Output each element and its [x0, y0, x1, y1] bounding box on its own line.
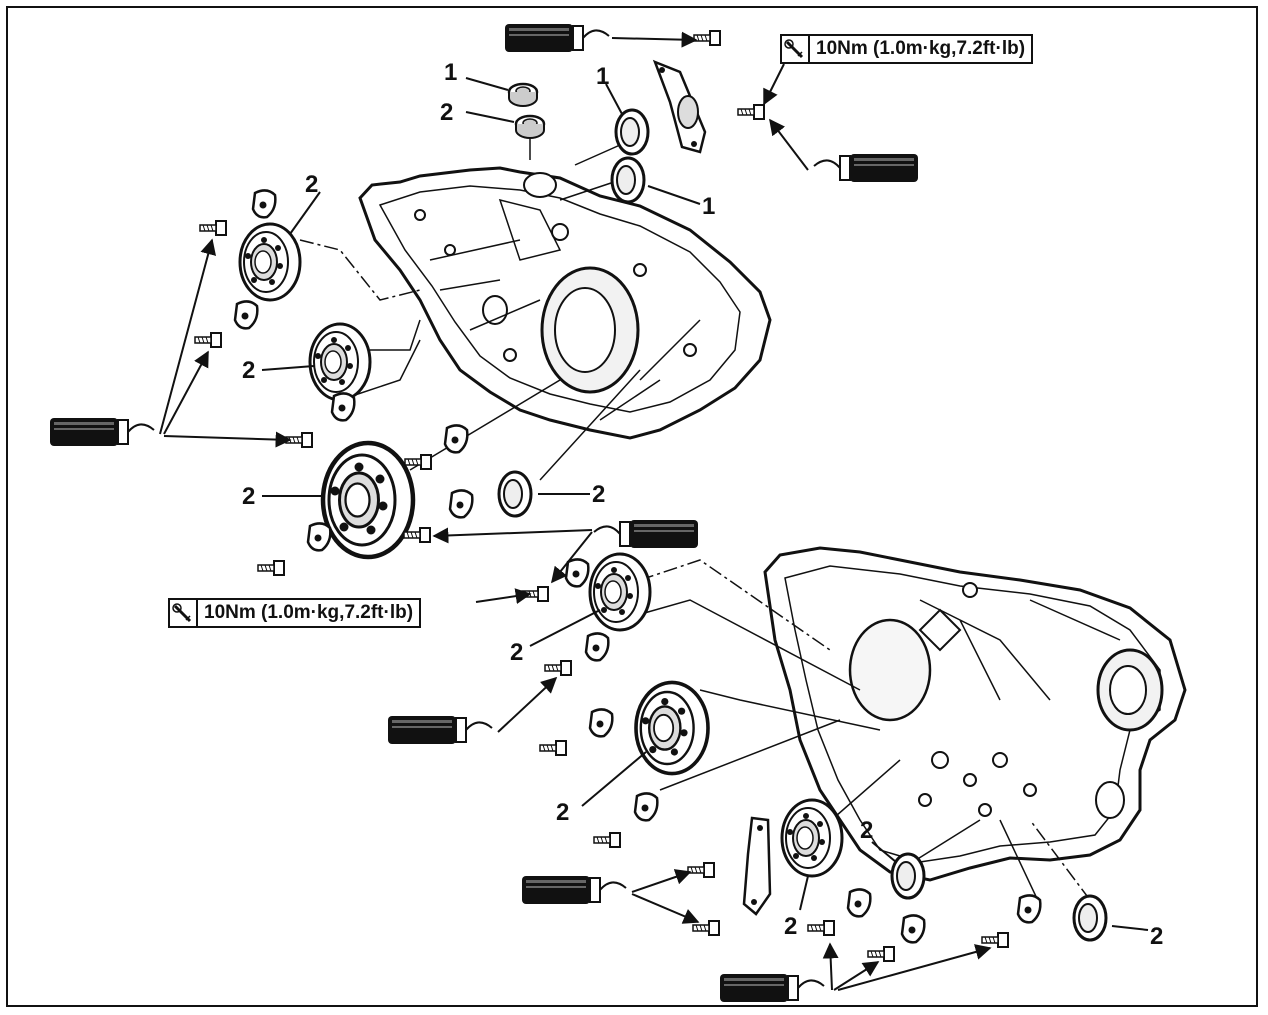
retainer-plate-icon: [588, 708, 614, 738]
retainer-plate-icon: [633, 792, 659, 822]
retainer-plate-icon: [443, 424, 469, 454]
retainer-plate-icon: [251, 189, 277, 219]
callout-1: 1: [596, 63, 609, 90]
callout-1: 1: [444, 59, 457, 86]
callout-2: 2: [860, 817, 873, 844]
bearing-icon: [780, 798, 844, 878]
torque-spec-left: 10Nm (1.0m·kg,7.2ft·lb): [168, 598, 422, 628]
assembly-lines: [299, 130, 1091, 906]
retainer-plate-icon: [448, 489, 474, 519]
retainer-plate-icon: [900, 914, 926, 944]
torque-leaders: [475, 63, 785, 605]
oil-seal-icon: [497, 470, 533, 518]
oil-seal-icon: [614, 108, 650, 156]
oil-seal-icon: [890, 852, 926, 900]
retainer-plate-icon: [846, 888, 872, 918]
callout-2: 2: [556, 799, 569, 826]
bolt-icon: [544, 660, 572, 676]
thread-locker-icon: [387, 715, 493, 745]
thread-locker-icon: [521, 875, 627, 905]
bolt-icon: [981, 932, 1009, 948]
bolt-icon: [807, 920, 835, 936]
upper-parts: [194, 30, 765, 576]
callout-2: 2: [510, 639, 523, 666]
torque-spec-top: 10Nm (1.0m·kg,7.2ft·lb): [780, 34, 1034, 64]
bolt-icon: [593, 832, 621, 848]
thread-locker-icon: [504, 23, 610, 53]
retainer-plate-icon: [1016, 894, 1042, 924]
callout-1: 1: [702, 193, 715, 220]
callout-2: 2: [440, 99, 453, 126]
bolt-icon: [692, 920, 720, 936]
callout-lines: [261, 77, 1149, 931]
lower-parts: [521, 552, 1108, 962]
bolt-icon: [693, 30, 721, 46]
retainer-plate-icon: [652, 59, 707, 154]
thread-locker-group: [49, 23, 992, 1003]
bolt-icon: [687, 862, 715, 878]
crankcase-left-half: [358, 166, 772, 440]
oil-seal-icon: [507, 82, 539, 108]
callout-numbers: 1 1 1 2 2 2 2 2 2 2 2 2 2 2 2: [242, 59, 1163, 950]
torque-spec-text: 10Nm (1.0m·kg,7.2ft·lb): [816, 38, 1026, 59]
bolt-icon: [737, 104, 765, 120]
bolt-icon: [404, 454, 432, 470]
bearing-icon: [588, 552, 652, 632]
bolt-icon: [199, 220, 227, 236]
callout-2: 2: [305, 171, 318, 198]
retainer-plate-icon: [233, 300, 259, 330]
retainer-plate-icon: [564, 558, 590, 588]
callout-2: 2: [242, 483, 255, 510]
bolt-icon: [539, 740, 567, 756]
bolt-icon: [867, 946, 895, 962]
callout-2: 2: [592, 481, 605, 508]
torque-wrench-icon: [170, 600, 198, 626]
thread-locker-icon: [813, 153, 919, 183]
retainer-plate-icon: [742, 816, 772, 916]
thread-locker-icon: [719, 973, 825, 1003]
retainer-plate-icon: [330, 392, 356, 422]
bearing-icon: [634, 680, 710, 776]
torque-wrench-icon: [782, 36, 810, 62]
torque-spec-text: 10Nm (1.0m·kg,7.2ft·lb): [204, 602, 414, 623]
diagram-frame: [6, 6, 1258, 1007]
oil-seal-icon: [1072, 894, 1108, 942]
bearing-icon: [308, 322, 372, 402]
oil-seal-icon: [514, 114, 546, 140]
bearing-icon: [323, 443, 413, 557]
retainer-plate-icon: [306, 522, 332, 552]
oil-seal-icon: [610, 156, 646, 204]
callout-2: 2: [242, 357, 255, 384]
callout-2: 2: [784, 913, 797, 940]
thread-locker-icon: [593, 519, 699, 549]
bolt-icon: [194, 332, 222, 348]
retainer-plate-icon: [584, 632, 610, 662]
bolt-icon: [257, 560, 285, 576]
thread-locker-icon: [49, 417, 155, 447]
bearing-icon: [238, 222, 302, 302]
crankcase-right-half: [763, 546, 1187, 882]
callout-2: 2: [1150, 923, 1163, 950]
